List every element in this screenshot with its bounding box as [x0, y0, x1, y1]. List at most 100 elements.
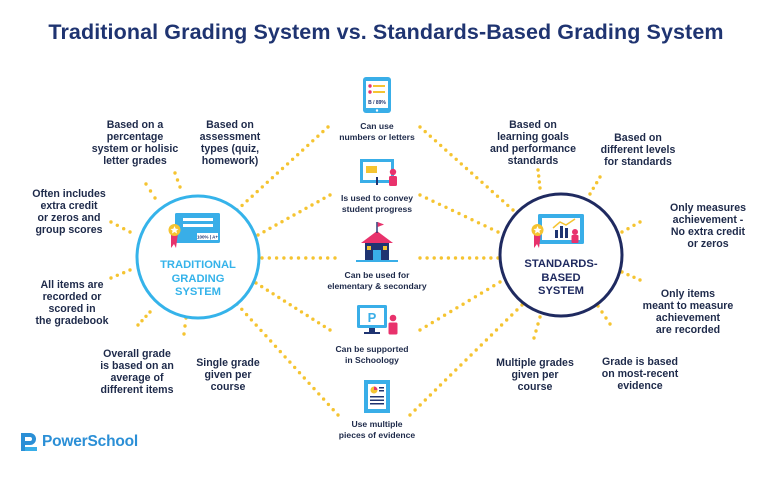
traditional-item-label: Based on a percentage system or holisic … — [91, 119, 179, 167]
connector-dot — [109, 276, 113, 280]
connector-dot — [326, 402, 331, 407]
connector-dot — [175, 178, 180, 182]
standards-item-label: Only measures achievement - No extra cre… — [670, 202, 746, 250]
connector-dot — [122, 227, 126, 231]
connector-dot — [265, 180, 269, 184]
connector-dot — [433, 139, 438, 143]
connector-dot — [439, 256, 443, 260]
connector-dot — [483, 224, 487, 228]
connector-dot — [128, 268, 132, 272]
connector-dot — [418, 125, 422, 129]
connector-dot — [312, 386, 316, 391]
connector-dot — [501, 199, 505, 203]
connector-dot — [444, 148, 448, 152]
connector-dot — [536, 322, 540, 326]
connector-dot — [328, 328, 332, 332]
connector-dot — [479, 291, 484, 295]
connector-dot — [260, 185, 264, 189]
connector-dot — [454, 368, 458, 372]
connector-dot — [408, 413, 412, 417]
connector-dot — [608, 322, 612, 326]
connector-dot — [289, 256, 293, 260]
connector-dot — [311, 256, 315, 260]
connector-dot — [459, 162, 463, 166]
standards-item-label: Grade is based on most-recent evidence — [601, 356, 679, 392]
connector-dot — [306, 143, 310, 148]
connector-dot — [499, 323, 504, 327]
connector-dot — [467, 298, 471, 303]
connector-dot — [115, 273, 120, 277]
connector-dot — [316, 321, 321, 325]
connector-dot — [288, 303, 292, 307]
traditional-item-label: All items are recorded or scored in the … — [35, 279, 109, 327]
connector-dot — [482, 256, 486, 260]
connector-dot — [455, 306, 459, 310]
connector-dot — [278, 349, 282, 354]
connector-dot — [311, 317, 315, 321]
connector-dot — [286, 216, 290, 220]
connector-dot — [275, 171, 280, 175]
traditional-item-label: Overall grade is based on an average of … — [100, 348, 174, 396]
connector-dot — [449, 153, 453, 157]
connector-dot — [604, 316, 608, 320]
standards-item-label: Based on learning goals and performance … — [490, 119, 576, 167]
connector-dot — [318, 256, 323, 260]
connector-dot — [506, 203, 510, 208]
connector-dot — [464, 166, 469, 171]
connector-dot — [638, 278, 642, 282]
traditional-item-label: Single grade given per course — [196, 357, 260, 393]
connector-dot — [302, 376, 306, 380]
connector-dot — [183, 324, 187, 328]
connector-dot — [600, 310, 604, 314]
connector-dot — [598, 175, 602, 179]
connector-dot — [437, 202, 442, 206]
connector-dot — [283, 355, 287, 359]
connector-dot — [467, 256, 472, 260]
connector-dot — [264, 334, 268, 338]
connector-dot — [326, 125, 330, 129]
powerschool-logo-text: PowerSchool — [42, 433, 138, 450]
connector-dot — [274, 256, 279, 260]
connector-dot — [301, 148, 305, 152]
connector-dot — [259, 328, 263, 333]
connector-dot — [288, 360, 292, 364]
connector-dot — [316, 134, 320, 138]
connector-dot — [310, 203, 314, 207]
evidence-document-icon — [364, 380, 390, 413]
connector-dot — [476, 221, 481, 225]
connector-dot — [479, 343, 483, 347]
traditional-label: TRADITIONAL GRADING SYSTEM — [160, 259, 236, 298]
connector-dot — [620, 230, 624, 234]
connector-dot — [296, 256, 301, 260]
connector-dot — [490, 189, 494, 194]
connector-dot — [122, 271, 126, 275]
connector-dot — [265, 288, 270, 292]
connector-dot — [148, 189, 153, 193]
connector-dot — [439, 143, 443, 148]
connector-dot — [626, 227, 630, 231]
connector-dot — [270, 176, 275, 180]
connector-dot — [256, 233, 260, 237]
connector-dot — [489, 333, 494, 337]
connector-dot — [249, 318, 254, 322]
connector-dot — [486, 287, 490, 292]
connector-dot — [496, 230, 500, 234]
connector-dot — [453, 256, 458, 260]
connector-dot — [424, 196, 429, 200]
connector-dot — [511, 208, 515, 212]
connector-dot — [489, 256, 493, 260]
connector-dot — [322, 196, 326, 200]
connector-dot — [470, 218, 474, 222]
center-item-label: Can use numbers or letters — [339, 121, 415, 142]
connector-dot — [282, 299, 287, 303]
connector-dot — [436, 317, 441, 321]
connector-dot — [460, 256, 465, 260]
connector-dot — [495, 194, 500, 198]
connector-dot — [588, 192, 592, 196]
connector-dot — [282, 256, 286, 260]
connector-dot — [293, 365, 297, 370]
